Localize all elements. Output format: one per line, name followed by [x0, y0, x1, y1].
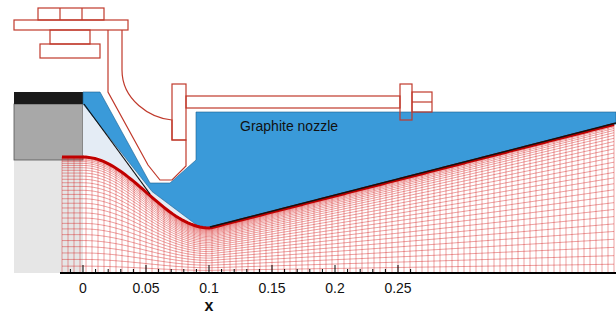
wall-edge [210, 123, 616, 227]
nozzle-wall [62, 125, 614, 228]
chamber-cap [14, 92, 83, 104]
axis-title: x [205, 298, 214, 314]
tick-label: 0.2 [325, 281, 344, 295]
part-label: Graphite nozzle [240, 119, 338, 133]
x-axis [60, 272, 616, 274]
chamber-wall [14, 104, 83, 160]
tick-label: 0.25 [384, 281, 411, 295]
tick-label: 0.05 [132, 281, 159, 295]
computational-mesh [62, 125, 614, 273]
axis-ticks [70, 265, 410, 273]
tick-label: 0.15 [258, 281, 285, 295]
chamber-region [14, 160, 83, 273]
clamp-hardware [14, 8, 432, 180]
tick-label: 0.1 [199, 281, 218, 295]
tick-label: 0 [79, 281, 87, 295]
liner-edge [84, 104, 150, 194]
